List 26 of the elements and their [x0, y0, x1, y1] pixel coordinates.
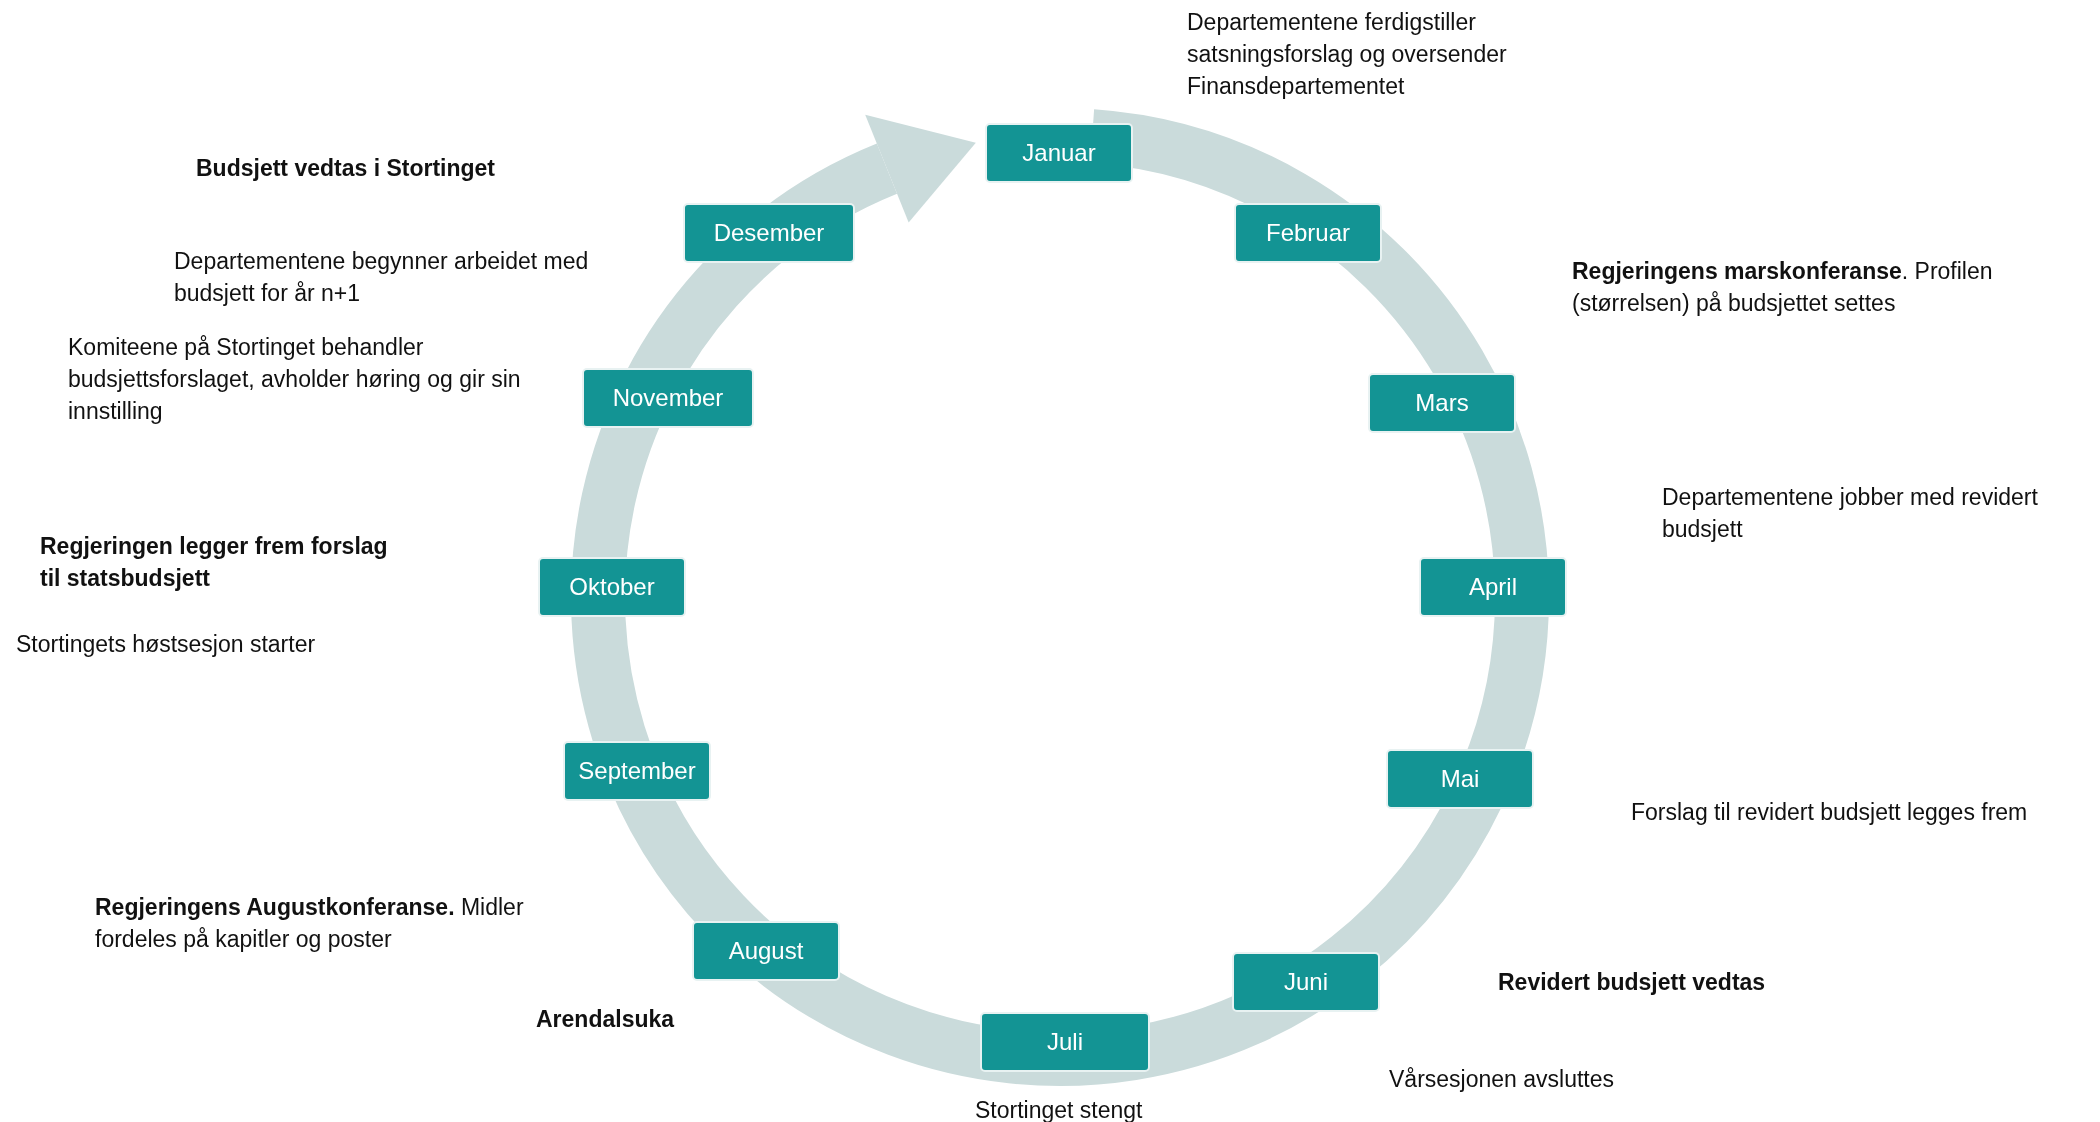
- annotation-text: Vårsesjonen avsluttes: [1389, 1065, 1615, 1094]
- month-box: Juli: [980, 1012, 1150, 1072]
- month-box: Mars: [1368, 373, 1516, 433]
- annotation-text: Budsjett vedtas i Stortinget: [196, 154, 497, 183]
- annotation-text: Regjeringens marskonferanse. Profilen (størrelsen) på budsjettet settes: [1572, 257, 1994, 318]
- annotation-text: Departementene ferdigstiller satsningsforslag og oversender Finansdepartementet: [1187, 8, 1508, 101]
- month-box: August: [692, 921, 840, 981]
- month-box: Februar: [1234, 203, 1382, 263]
- month-box: Desember: [683, 203, 855, 263]
- annotation-text: Stortingets høstsesjon starter: [16, 630, 317, 659]
- month-box: Mai: [1386, 749, 1534, 809]
- month-box: September: [563, 741, 711, 801]
- annotation-text: Stortinget stengt: [975, 1096, 1144, 1122]
- annotation-text: Komiteene på Stortinget behandler budsjettsforslaget, avholder høring og gir sin innstilling: [68, 333, 522, 426]
- month-box: November: [582, 368, 754, 428]
- annotation-text: Arendalsuka: [536, 1005, 676, 1034]
- month-box: Juni: [1232, 952, 1380, 1012]
- annotation-text: Forslag til revidert budsjett legges frem: [1631, 798, 2029, 827]
- month-box: Oktober: [538, 557, 686, 617]
- annotation-text: Departementene begynner arbeidet med budsjett for år n+1: [174, 247, 590, 308]
- annotation-text: Revidert budsjett vedtas: [1498, 968, 1767, 997]
- month-box: Januar: [985, 123, 1133, 183]
- annotation-text: Regjeringens Augustkonferanse. Midler fordeles på kapitler og poster: [95, 893, 525, 954]
- annotation-text: Departementene jobber med revidert budsjett: [1662, 483, 2039, 544]
- annotation-text: Regjeringen legger frem forslag til statsbudsjett: [40, 532, 389, 593]
- month-box: April: [1419, 557, 1567, 617]
